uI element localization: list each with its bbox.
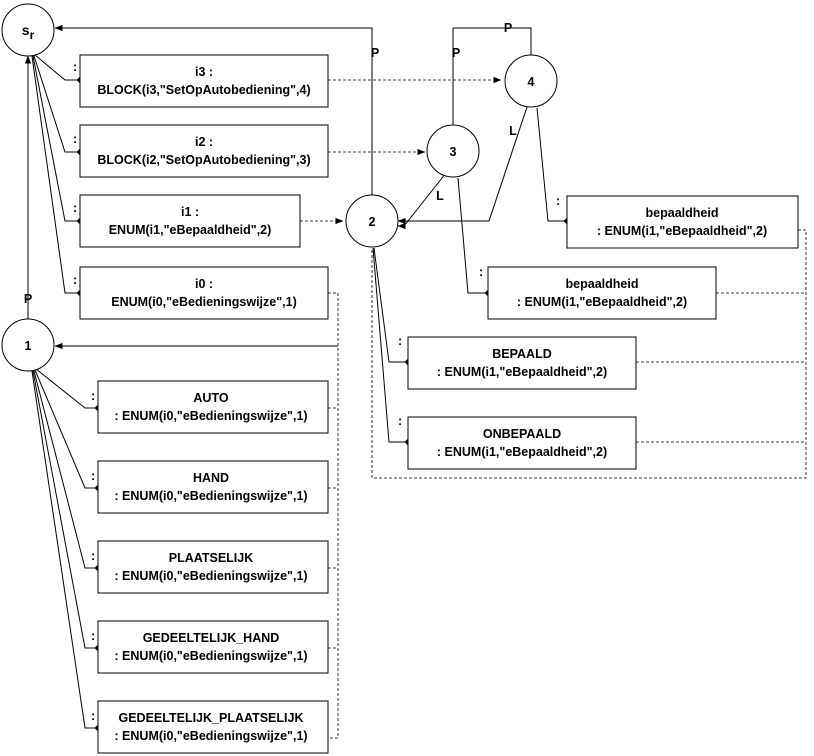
box-onbepaald[interactable]: ONBEPAALD : ENUM(i1,"eBepaaldheid",2) bbox=[407, 416, 637, 470]
svg-text:HAND: HAND bbox=[193, 471, 229, 485]
svg-text:i0 :: i0 : bbox=[195, 277, 213, 291]
svg-text:GEDEELTELIJK_PLAATSELIJK: GEDEELTELIJK_PLAATSELIJK bbox=[119, 711, 304, 725]
svg-text:: ENUM(i1,"eBepaaldheid",2): : ENUM(i1,"eBepaaldheid",2) bbox=[437, 445, 607, 459]
node-3[interactable]: 3 bbox=[426, 124, 480, 178]
edge-labels: P P P P L L bbox=[24, 21, 517, 306]
box-bepaaldheid-4[interactable]: bepaaldheid : ENUM(i1,"eBepaaldheid",2) bbox=[566, 195, 799, 249]
colon-bepaaldheid-4: : bbox=[556, 194, 560, 208]
edge-label-p-1: P bbox=[24, 292, 32, 306]
svg-text:: ENUM(i0,"eBedieningswijze",1: : ENUM(i0,"eBedieningswijze",1) bbox=[114, 729, 307, 743]
colon-i1: : bbox=[73, 201, 77, 215]
edge-label-l-4: L bbox=[509, 124, 517, 138]
box-i0[interactable]: i0 : ENUM(i0,"eBedieningswijze",1) bbox=[79, 266, 329, 320]
svg-text:ENUM(i0,"eBedieningswijze",1): ENUM(i0,"eBedieningswijze",1) bbox=[111, 295, 297, 309]
svg-text:: ENUM(i0,"eBedieningswijze",1: : ENUM(i0,"eBedieningswijze",1) bbox=[114, 649, 307, 663]
svg-text:: ENUM(i0,"eBedieningswijze",1: : ENUM(i0,"eBedieningswijze",1) bbox=[114, 569, 307, 583]
colon-hand: : bbox=[91, 469, 95, 483]
svg-text:BEPAALD: BEPAALD bbox=[492, 347, 552, 361]
svg-text:i3 :: i3 : bbox=[195, 65, 213, 79]
colon-gedeeltelijk-plaatselijk: : bbox=[91, 709, 95, 723]
svg-text:ENUM(i1,"eBepaaldheid",2): ENUM(i1,"eBepaaldheid",2) bbox=[109, 223, 272, 237]
node-sr[interactable]: sr bbox=[1, 3, 55, 57]
node-1[interactable]: 1 bbox=[1, 318, 55, 372]
node-4[interactable]: 4 bbox=[504, 54, 558, 108]
svg-text:i1 :: i1 : bbox=[181, 205, 199, 219]
box-plaatselijk[interactable]: PLAATSELIJK : ENUM(i0,"eBedieningswijze"… bbox=[97, 540, 329, 594]
colon-markers: : : : : : : : : : : : : : bbox=[73, 60, 560, 723]
svg-text:4: 4 bbox=[528, 75, 535, 89]
svg-text:: ENUM(i0,"eBedieningswijze",1: : ENUM(i0,"eBedieningswijze",1) bbox=[114, 489, 307, 503]
colon-i2: : bbox=[73, 132, 77, 146]
edge-label-p-2: P bbox=[371, 46, 379, 60]
edge-label-l-3: L bbox=[436, 189, 444, 203]
svg-text:sr: sr bbox=[22, 22, 35, 42]
svg-text:BLOCK(i3,"SetOpAutobediening",: BLOCK(i3,"SetOpAutobediening",4) bbox=[97, 83, 310, 97]
colon-i3: : bbox=[73, 60, 77, 74]
svg-text:PLAATSELIJK: PLAATSELIJK bbox=[169, 551, 254, 565]
box-i1[interactable]: i1 : ENUM(i1,"eBepaaldheid",2) bbox=[79, 194, 301, 248]
svg-text:ONBEPAALD: ONBEPAALD bbox=[483, 427, 561, 441]
colon-onbepaald: : bbox=[398, 414, 402, 428]
node-2[interactable]: 2 bbox=[345, 194, 399, 248]
box-i2[interactable]: i2 : BLOCK(i2,"SetOpAutobediening",3) bbox=[79, 124, 329, 178]
colon-plaatselijk: : bbox=[91, 549, 95, 563]
svg-text:3: 3 bbox=[450, 145, 457, 159]
svg-text:AUTO: AUTO bbox=[193, 391, 228, 405]
edge-label-p-4: P bbox=[504, 21, 512, 35]
colon-gedeeltelijk-hand: : bbox=[91, 629, 95, 643]
svg-text:: ENUM(i1,"eBepaaldheid",2): : ENUM(i1,"eBepaaldheid",2) bbox=[597, 224, 767, 238]
svg-text:: ENUM(i1,"eBepaaldheid",2): : ENUM(i1,"eBepaaldheid",2) bbox=[437, 365, 607, 379]
svg-text:BLOCK(i2,"SetOpAutobediening",: BLOCK(i2,"SetOpAutobediening",3) bbox=[97, 153, 310, 167]
svg-text:1: 1 bbox=[25, 339, 32, 353]
svg-text:bepaaldheid: bepaaldheid bbox=[566, 277, 639, 291]
box-auto[interactable]: AUTO : ENUM(i0,"eBedieningswijze",1) bbox=[97, 380, 329, 434]
colon-auto: : bbox=[91, 389, 95, 403]
box-i3[interactable]: i3 : BLOCK(i3,"SetOpAutobediening",4) bbox=[79, 54, 329, 108]
colon-i0: : bbox=[73, 273, 77, 287]
svg-text:: ENUM(i1,"eBepaaldheid",2): : ENUM(i1,"eBepaaldheid",2) bbox=[517, 295, 687, 309]
svg-text:: ENUM(i0,"eBedieningswijze",1: : ENUM(i0,"eBedieningswijze",1) bbox=[114, 409, 307, 423]
dashed-connectors bbox=[300, 76, 807, 739]
box-hand[interactable]: HAND : ENUM(i0,"eBedieningswijze",1) bbox=[97, 460, 329, 514]
colon-bepaald: : bbox=[398, 334, 402, 348]
box-bepaaldheid-3[interactable]: bepaaldheid : ENUM(i1,"eBepaaldheid",2) bbox=[487, 266, 717, 320]
box-gedeeltelijk-hand[interactable]: GEDEELTELIJK_HAND : ENUM(i0,"eBedienings… bbox=[97, 620, 329, 674]
box-gedeeltelijk-plaatselijk[interactable]: GEDEELTELIJK_PLAATSELIJK : ENUM(i0,"eBed… bbox=[97, 700, 329, 754]
svg-text:2: 2 bbox=[369, 215, 376, 229]
svg-text:GEDEELTELIJK_HAND: GEDEELTELIJK_HAND bbox=[143, 631, 280, 645]
edge-label-p-3: P bbox=[452, 46, 460, 60]
solid-connectors bbox=[24, 24, 571, 732]
svg-text:i2 :: i2 : bbox=[195, 135, 213, 149]
svg-text:bepaaldheid: bepaaldheid bbox=[646, 206, 719, 220]
box-bepaald[interactable]: BEPAALD : ENUM(i1,"eBepaaldheid",2) bbox=[407, 336, 637, 390]
colon-bepaaldheid-3: : bbox=[479, 265, 483, 279]
